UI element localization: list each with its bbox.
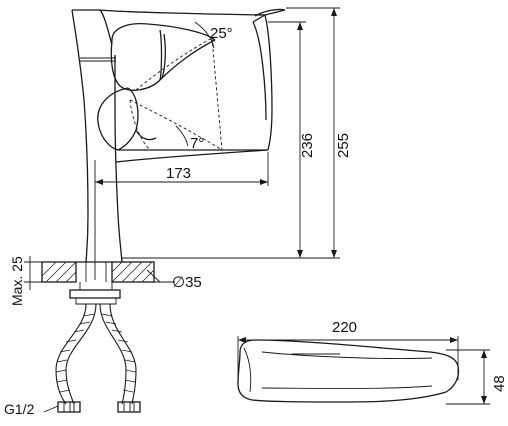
top-view-width-label: 48 [491, 375, 508, 392]
top-view-length-label: 220 [332, 319, 357, 336]
hole-diameter-label: ∅35 [172, 274, 202, 291]
spout [115, 8, 286, 163]
lever-handle [97, 21, 223, 151]
height-236-label: 236 [299, 133, 316, 158]
reach-dimension [94, 152, 269, 280]
reach-label: 173 [166, 165, 191, 182]
top-view-length-dimension [237, 336, 459, 380]
height-255-label: 255 [335, 133, 352, 158]
faucet-body [71, 9, 286, 263]
height-dimension-255 [286, 7, 340, 258]
handle-angle-label: 7° [190, 135, 204, 152]
top-view-width-dimension [446, 349, 490, 405]
top-view-handle [237, 339, 460, 403]
max-thickness-label: Max. 25 [9, 256, 25, 306]
thread-label: G1/2 [4, 401, 35, 417]
spout-angle-label: 25° [210, 25, 233, 42]
flex-hoses [43, 303, 141, 413]
countertop-section [24, 256, 175, 305]
height-dimension-236 [268, 21, 306, 258]
